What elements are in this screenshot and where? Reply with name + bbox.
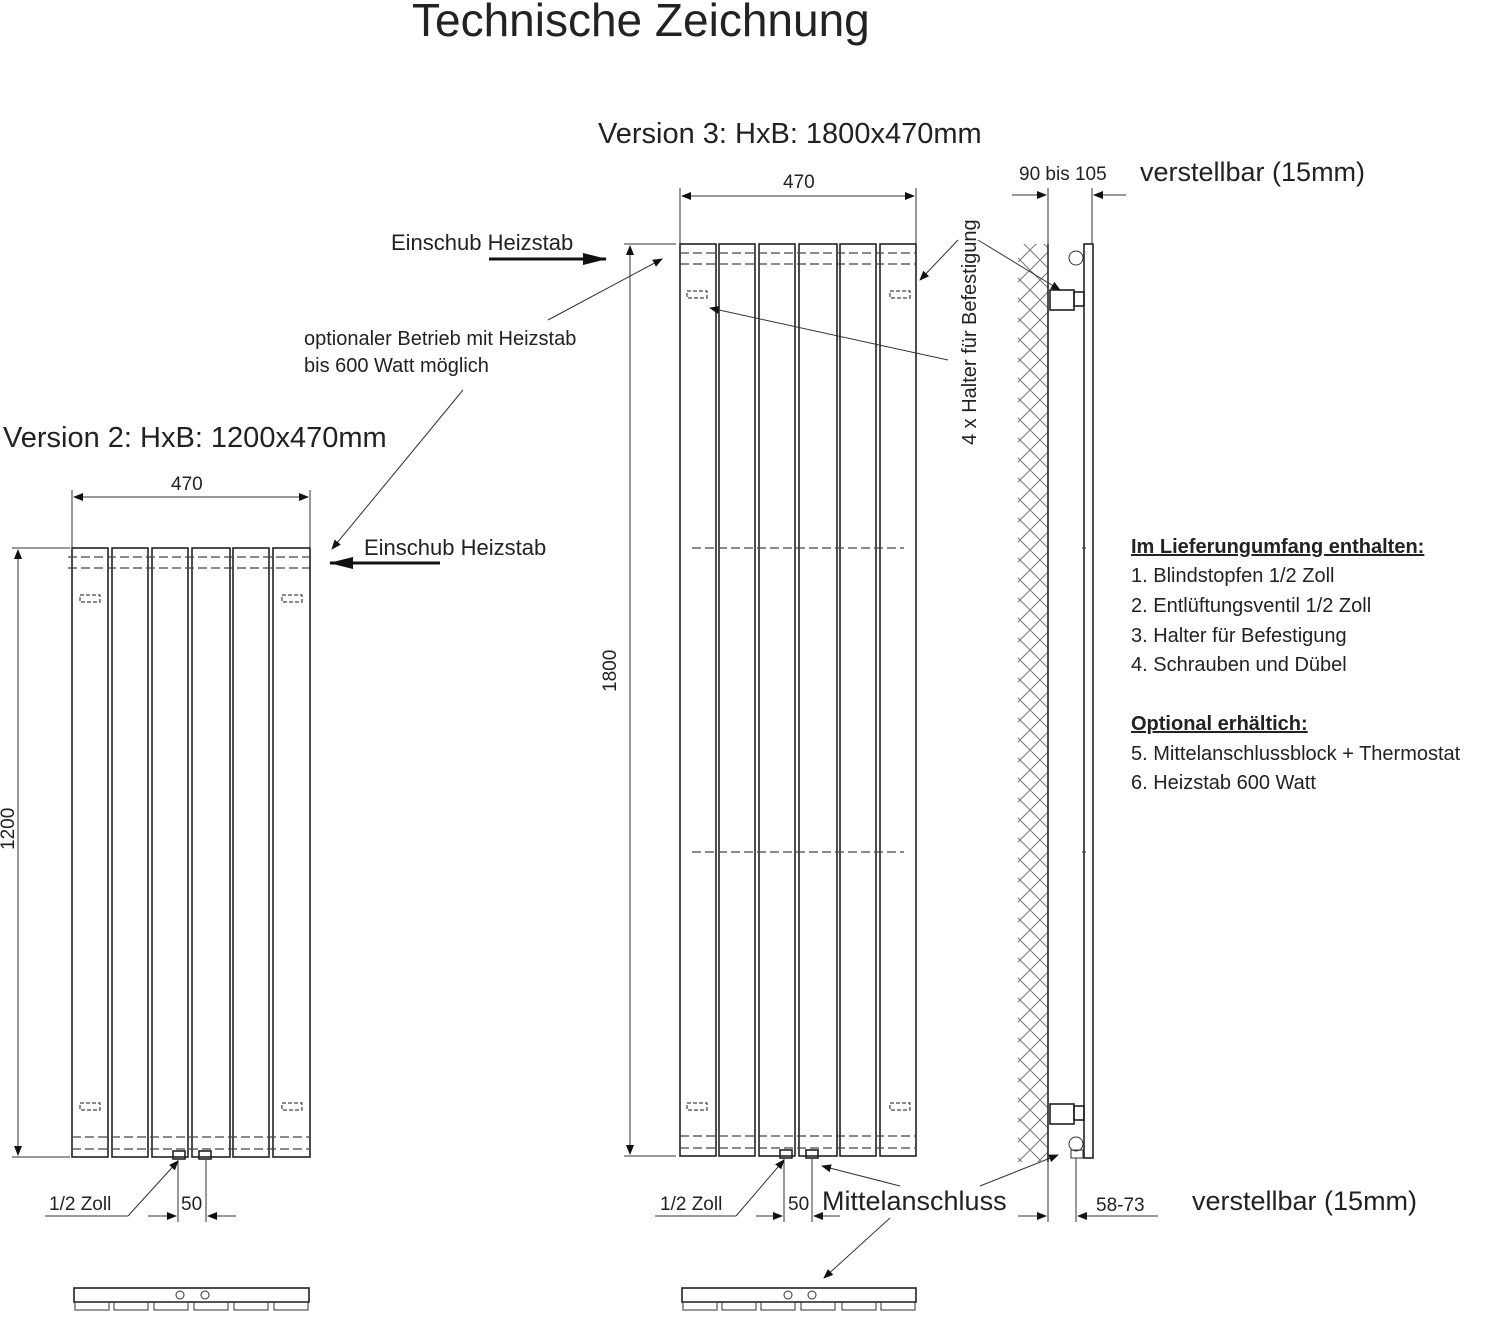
version3-top-view [681, 1287, 917, 1311]
version3-width-label: 470 [783, 172, 815, 193]
holder-arrow-left [709, 306, 949, 361]
version3-connection-label: 1/2 Zoll [660, 1194, 722, 1215]
optional-note-line2: bis 600 Watt möglich [304, 355, 489, 377]
side-top-arrow [977, 239, 1061, 291]
side-top-dimension: 90 bis 105 verstellbar (15mm) [1012, 157, 1365, 290]
side-top-adjust-label: verstellbar (15mm) [1140, 157, 1365, 187]
optional-heading: Optional erhältich: [1131, 713, 1308, 735]
version2-width-label: 470 [171, 474, 203, 495]
version2-bottom-dimensions: 1/2 Zoll 50 [45, 1159, 236, 1222]
included-item: 2. Entlüftungsventil 1/2 Zoll [1131, 595, 1371, 617]
version2-height-label: 1200 [0, 808, 19, 850]
version2-heading: Version 2: HxB: 1200x470mm [3, 422, 387, 454]
side-view [1018, 243, 1094, 1162]
version2-spacing-label: 50 [181, 1194, 202, 1215]
side-bottom-dim-label: 58-73 [1096, 1195, 1145, 1216]
version2-width-dimension: 470 [71, 474, 311, 548]
page-title: Technische Zeichnung [412, 0, 870, 46]
version3-spacing-label: 50 [788, 1194, 809, 1215]
included-item: 3. Halter für Befestigung [1131, 625, 1347, 647]
included-item: 4. Schrauben und Dübel [1131, 654, 1347, 676]
holder-arrow-top [919, 239, 959, 281]
version3-heading: Version 3: HxB: 1800x470mm [598, 118, 982, 150]
optional-item: 6. Heizstab 600 Watt [1131, 772, 1316, 794]
version2-connection-label: 1/2 Zoll [49, 1194, 111, 1215]
side-bottom-dimension: 58-73 verstellbar (15mm) [1018, 1158, 1417, 1222]
center-connection-arrow-down [823, 1217, 891, 1279]
included-list: Im Lieferungumfang enthalten: 1. Blindst… [1131, 536, 1424, 676]
wall-hatch [1018, 244, 1048, 1162]
optional-note-line1: optionaler Betrieb mit Heizstab [304, 328, 576, 350]
version3-radiator-front [679, 243, 917, 1159]
version2-heizstab-label: Einschub Heizstab [364, 535, 546, 560]
side-top-dim-label: 90 bis 105 [1019, 164, 1107, 185]
included-heading: Im Lieferungumfang enthalten: [1131, 536, 1424, 558]
side-bottom-adjust-label: verstellbar (15mm) [1192, 1186, 1417, 1216]
version3-heizstab-label: Einschub Heizstab [391, 230, 573, 255]
version3-height-label: 1800 [600, 650, 621, 692]
optional-list: Optional erhältich: 5. Mittelanschlussbl… [1131, 713, 1461, 794]
version3-height-dimension: 1800 [600, 243, 676, 1157]
holder-note: 4 x Halter für Befestigung [959, 219, 981, 445]
optional-item: 5. Mittelanschlussblock + Thermostat [1131, 743, 1461, 765]
version2-radiator-front [68, 547, 314, 1160]
center-connection-arrow-up [821, 1164, 901, 1187]
optional-note-arrow-down [331, 389, 464, 550]
optional-note-arrow-up [547, 258, 663, 321]
version3-bottom-dimensions: 1/2 Zoll 50 [655, 1158, 840, 1222]
included-item: 1. Blindstopfen 1/2 Zoll [1131, 565, 1334, 587]
center-connection-label: Mittelanschluss [822, 1186, 1007, 1216]
version3-width-dimension: 470 [679, 172, 917, 244]
version2-top-view [73, 1287, 310, 1311]
version2-height-dimension: 1200 [0, 547, 70, 1158]
